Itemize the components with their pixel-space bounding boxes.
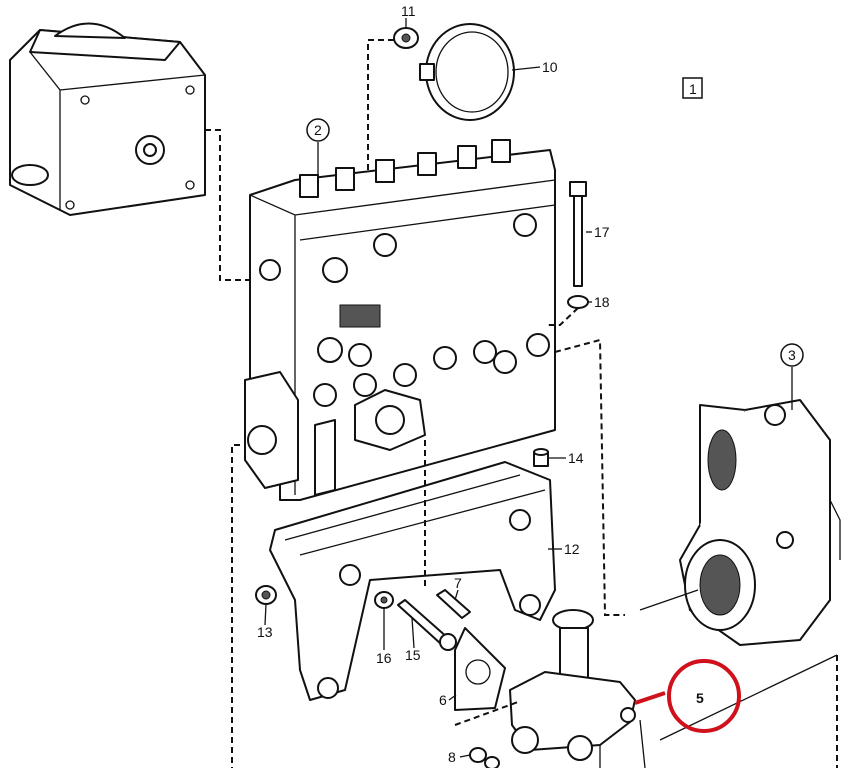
part-label-10: 10 — [542, 59, 558, 75]
part-label-5: 5 — [696, 690, 704, 706]
mounting-bracket-12 — [269, 461, 556, 701]
callout-circle-2 — [306, 118, 330, 142]
leader-lines — [264, 18, 793, 758]
assembly-line — [205, 129, 262, 281]
washer-11 — [393, 27, 419, 49]
nut-8 — [469, 747, 500, 768]
delivery-valves — [299, 139, 511, 198]
feed-pump-5 — [509, 609, 646, 768]
part-label-8: 8 — [448, 749, 456, 765]
assembly-line — [554, 338, 625, 616]
name-plate — [339, 304, 381, 328]
governor-housing — [9, 22, 206, 216]
part-label-7: 7 — [454, 575, 462, 591]
figure-number-box: 1 — [682, 77, 703, 99]
part-label-6: 6 — [439, 692, 447, 708]
part-label-2: 2 — [314, 122, 322, 138]
washer-16 — [374, 591, 394, 609]
spacer-14 — [533, 448, 549, 467]
part-label-16: 16 — [376, 650, 392, 666]
gasket-6 — [454, 627, 506, 711]
nut-13 — [255, 585, 277, 605]
timing-housing-3 — [679, 399, 841, 646]
stud-7 — [436, 589, 471, 619]
assembly-line — [231, 444, 240, 768]
highlight-callout-5: 5 — [634, 659, 741, 733]
bolt-15 — [397, 599, 457, 651]
fitting-bosses — [259, 213, 550, 407]
figure-number: 1 — [689, 81, 697, 97]
part-label-12: 12 — [564, 541, 580, 557]
callout-circle-3 — [780, 343, 804, 367]
washer-18 — [567, 295, 589, 309]
cover-disc-10 — [419, 23, 515, 121]
part-label-13: 13 — [257, 624, 273, 640]
part-label-17: 17 — [594, 224, 610, 240]
part-label-18: 18 — [594, 294, 610, 310]
bolt-17 — [569, 181, 587, 287]
part-label-3: 3 — [788, 347, 796, 363]
part-label-15: 15 — [405, 647, 421, 663]
part-label-11: 11 — [401, 3, 416, 19]
part-label-14: 14 — [568, 450, 584, 466]
injection-pump-body — [244, 139, 556, 501]
